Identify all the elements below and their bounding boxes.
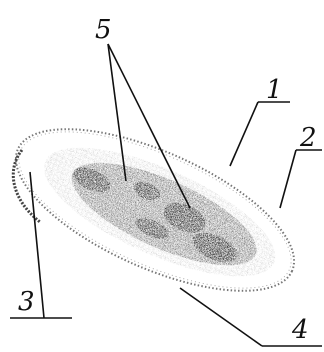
- leader-2: [280, 150, 296, 208]
- label-5: 5: [95, 15, 112, 45]
- label-1: 1: [266, 75, 283, 105]
- leader-1: [230, 102, 258, 166]
- label-2: 2: [299, 123, 317, 153]
- leader-4: [180, 288, 262, 346]
- label-3: 3: [18, 287, 35, 317]
- label-4: 4: [291, 315, 309, 345]
